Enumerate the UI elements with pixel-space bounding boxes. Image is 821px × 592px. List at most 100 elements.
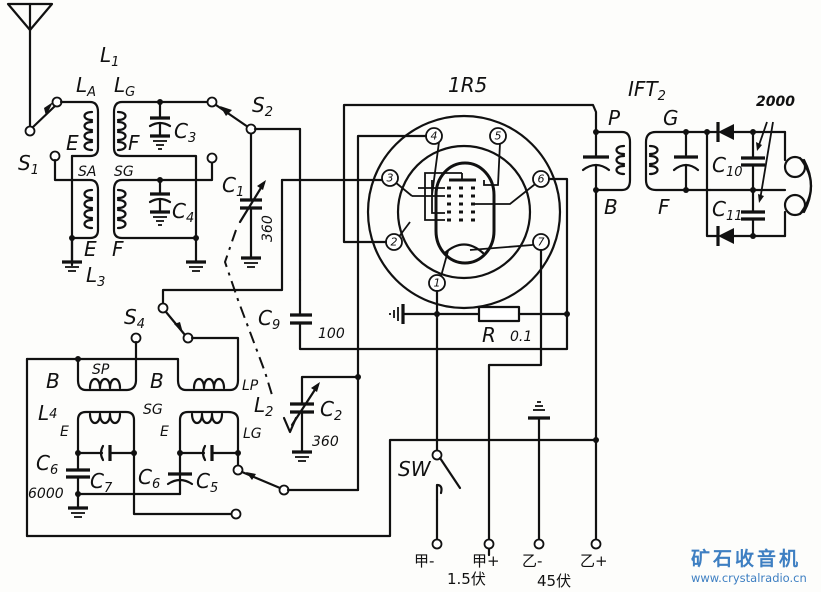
capacitor-c4 [148, 177, 172, 226]
value-c9: 100 [318, 326, 345, 342]
svg-text:7: 7 [538, 236, 545, 249]
headphones-icon [783, 130, 813, 238]
terminal-label: 甲+ [472, 552, 500, 570]
coil-sp [25, 356, 240, 538]
component-labels: L1 LA LG E F SA SG E F L3 C3 C4 S2 C1 36… [28, 43, 795, 502]
label-b: B [46, 369, 60, 393]
value-c6: 6000 [28, 486, 64, 502]
label-sg: SG [143, 402, 163, 418]
label-c9: C9 [258, 306, 280, 333]
svg-text:3: 3 [387, 172, 394, 185]
label-c7: C7 [90, 469, 113, 496]
diode-icon [718, 124, 734, 140]
terminal-label: 乙+ [580, 552, 608, 570]
tube-pin: 2 [385, 233, 403, 251]
label-c2: C2 [320, 397, 342, 424]
ground-icon [186, 260, 206, 272]
label-e: E [60, 424, 69, 440]
resistor-r [402, 305, 570, 323]
coil-lg [112, 100, 214, 264]
battery-terminal[interactable] [483, 538, 495, 550]
tube-pin: 4 [425, 127, 443, 145]
label-g: G [663, 106, 679, 130]
capacitor-c3 [148, 99, 172, 150]
label-l4: L4 [38, 401, 57, 425]
coil-l2 [166, 410, 241, 496]
label-l2: L2 [254, 393, 273, 420]
label-l3: L3 [86, 263, 105, 290]
coil-sg [112, 152, 218, 241]
label-b: B [604, 195, 618, 219]
diode-icon [718, 228, 734, 244]
label-l1: L1 [100, 43, 119, 70]
tube-1r5: 1 2 3 4 5 6 7 [366, 114, 562, 310]
label-b: B [150, 369, 164, 393]
ground-icon [528, 401, 550, 542]
label-f: F [112, 237, 124, 261]
label-e: E [66, 131, 79, 155]
label-p: P [608, 106, 621, 130]
label-f: F [658, 195, 670, 219]
capacitor-c2 [282, 374, 361, 462]
label-e: E [160, 424, 169, 440]
value-c1: 360 [260, 215, 276, 242]
coil-sa [53, 158, 100, 241]
label-lp: LP [242, 378, 259, 394]
switch-s4 [130, 228, 284, 382]
label-la: LA [76, 73, 96, 100]
label-sa: SA [78, 164, 96, 180]
ift2-secondary [644, 129, 712, 193]
detector-circuit [704, 121, 787, 246]
value-c10-c11: 2000 [756, 94, 795, 110]
label-c11: C11 [712, 197, 743, 224]
svg-text:2: 2 [391, 236, 398, 249]
tube-pin: 6 [532, 170, 550, 188]
terminal-label: 乙- [522, 552, 542, 570]
label-f: F [128, 131, 140, 155]
label-s1: S1 [18, 151, 39, 178]
battery-terminal[interactable] [533, 538, 545, 550]
ground-icon [389, 304, 405, 324]
tube-pin: 5 [489, 127, 507, 145]
tube-pin: 3 [381, 169, 399, 187]
label-s2: S2 [252, 93, 273, 120]
label-ift2: IFT2 [628, 77, 666, 104]
watermark: 矿石收音机 www.crystalradio.cn [691, 547, 807, 585]
gang-link [223, 229, 273, 396]
coil-l4 [66, 410, 242, 520]
tube-pin: 7 [532, 233, 550, 251]
watermark-url: www.crystalradio.cn [691, 571, 807, 585]
svg-text:4: 4 [431, 130, 438, 143]
ift2-primary [581, 129, 632, 542]
tube-label: 1R5 [448, 73, 487, 97]
svg-text:1: 1 [434, 277, 441, 290]
label-c4: C4 [172, 199, 194, 226]
label-r: R [482, 323, 496, 347]
tube-pin: 1 [428, 274, 446, 292]
label-c6: C6 [138, 465, 160, 492]
label-c5: C5 [196, 469, 218, 496]
label-c10: C10 [712, 153, 743, 180]
svg-text:5: 5 [495, 130, 502, 143]
voltage-label: 1.5伏 [447, 570, 486, 588]
switch-sw [431, 449, 462, 542]
terminal-label: 甲- [414, 552, 434, 570]
voltage-label: 45伏 [537, 572, 571, 590]
capacitor-c9 [290, 278, 569, 351]
battery-terminal[interactable] [590, 538, 602, 550]
label-e: E [84, 237, 97, 261]
ground-icon [62, 236, 82, 272]
battery-terminal[interactable] [431, 538, 443, 550]
label-c3: C3 [174, 119, 196, 146]
watermark-title: 矿石收音机 [691, 547, 801, 570]
label-s4: S4 [124, 305, 145, 332]
capacitor-c1 [238, 132, 266, 268]
switch-osc [232, 464, 360, 496]
label-c1: C1 [222, 173, 244, 200]
label-lg: LG [243, 426, 262, 442]
label-sp: SP [92, 362, 110, 378]
label-lg: LG [114, 73, 135, 100]
label-c6: C6 [36, 451, 58, 478]
value-c2: 360 [312, 434, 339, 450]
